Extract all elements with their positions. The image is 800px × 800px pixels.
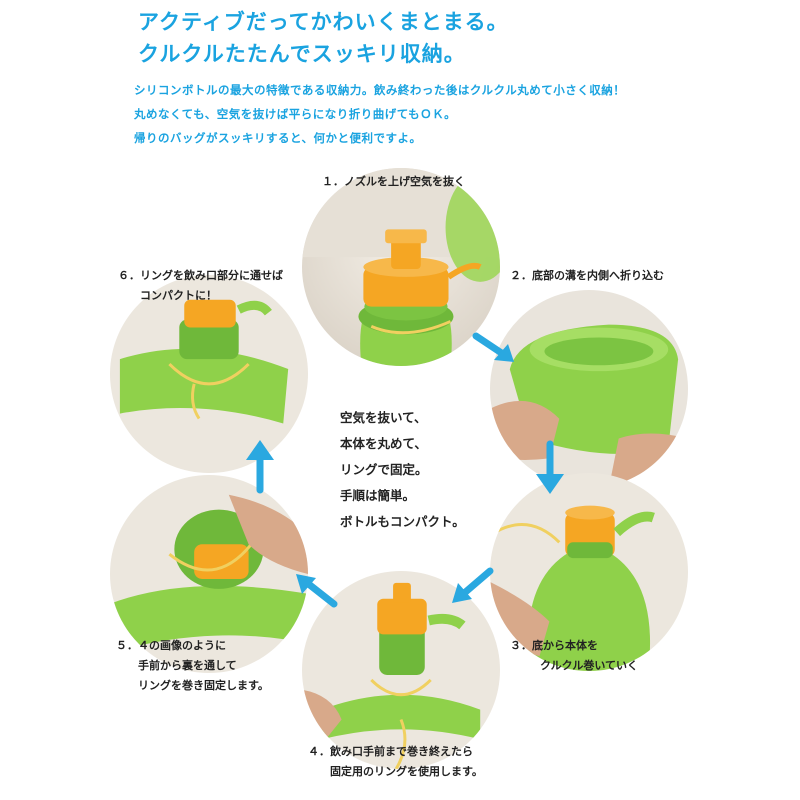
arrow-step-1-to-2-icon [472, 332, 514, 362]
step-6-photo [110, 275, 308, 473]
arrow-step-4-to-5-icon [296, 574, 338, 608]
center-line-5: ボトルもコンパクト。 [340, 514, 465, 529]
step-3-photo [490, 473, 688, 671]
headline-line-1: アクティブだってかわいくまとまる。 [138, 10, 509, 34]
center-line-3: リングで固定。 [340, 462, 428, 477]
step-3-label: ３．底から本体を クルクル巻いていく [510, 639, 639, 672]
step-2-photo [490, 290, 688, 488]
intro-line-3: 帰りのバッグがスッキリすると、何かと便利ですよ。 [134, 131, 422, 145]
arrow-step-3-to-4-icon [452, 567, 494, 603]
arrow-step-2-to-3-icon [536, 440, 564, 494]
center-line-4: 手順は簡単。 [340, 488, 416, 503]
step-4-label: ４．飲み口手前まで巻き終えたら 固定用のリングを使用します。 [308, 745, 483, 778]
step-2-label: ２．底部の溝を内側へ折り込む [510, 269, 664, 282]
step-5-label: ５．４の画像のように 手前から裏を通して リングを巻き固定します。 [116, 639, 269, 692]
headline-line-2: クルクルたたんでスッキリ収納。 [138, 42, 466, 66]
step-5-photo [110, 475, 308, 673]
center-line-2: 本体を丸めて、 [340, 436, 427, 451]
step-6-label: ６．リングを飲み口部分に通せば コンパクトに！ [118, 269, 283, 302]
intro-line-1: シリコンボトルの最大の特徴である収納力。飲み終わった後はクルクル丸めて小さく収納… [134, 83, 626, 97]
arrow-step-5-to-6-icon [246, 440, 274, 494]
center-line-1: 空気を抜いて、 [340, 410, 427, 425]
step-1-label: １．ノズルを上げ空気を抜く [322, 175, 465, 188]
intro-line-2: 丸めなくても、空気を抜けば平らになり折り曲げてもＯＫ。 [134, 107, 457, 121]
center-summary: 空気を抜いて、 本体を丸めて、 リングで固定。 手順は簡単。 ボトルもコンパクト… [340, 405, 465, 535]
